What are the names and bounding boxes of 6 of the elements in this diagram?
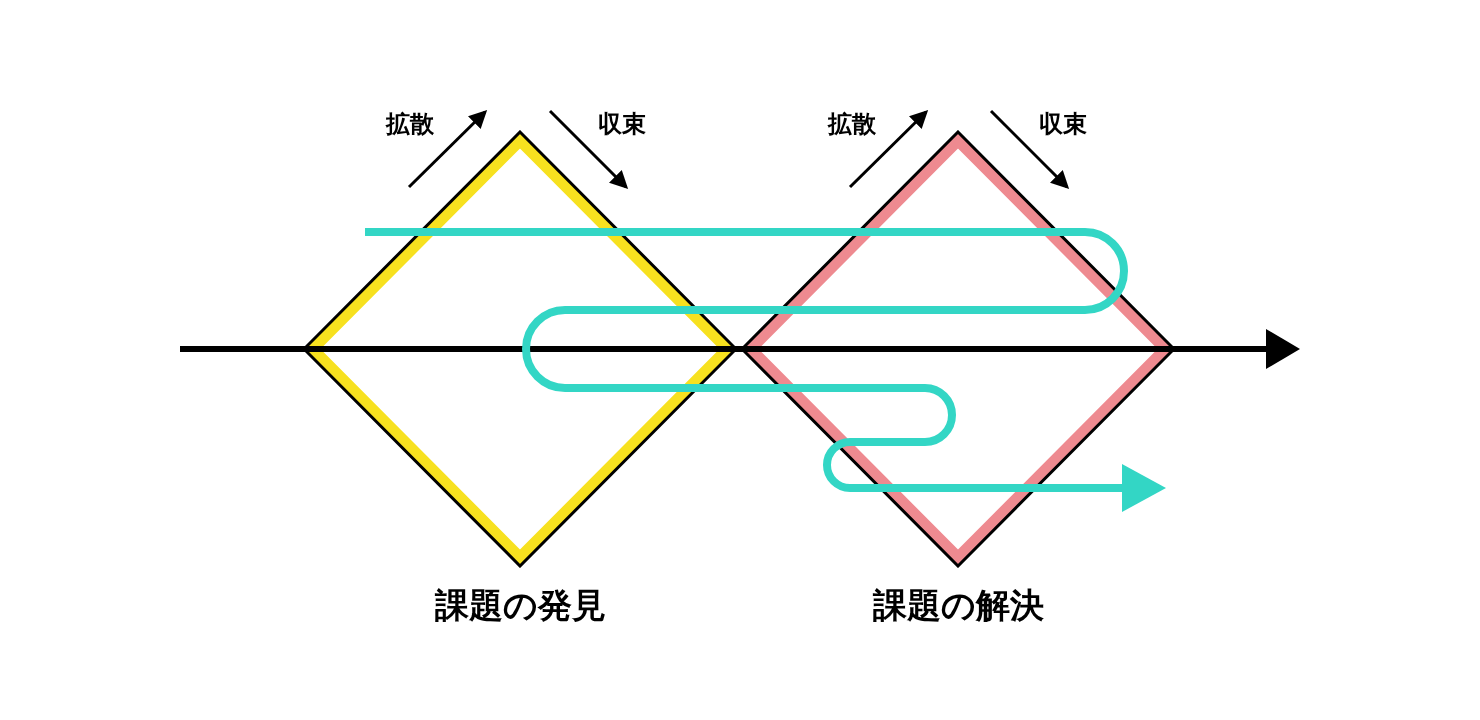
direction-label: 拡散 [386, 112, 434, 136]
direction-label: 収束 [598, 112, 646, 136]
direction-label: 拡散 [828, 112, 876, 136]
stage-title: 課題の解決 [872, 588, 1044, 622]
stage-title: 課題の発見 [434, 588, 606, 622]
direction-label: 収束 [1039, 112, 1087, 136]
